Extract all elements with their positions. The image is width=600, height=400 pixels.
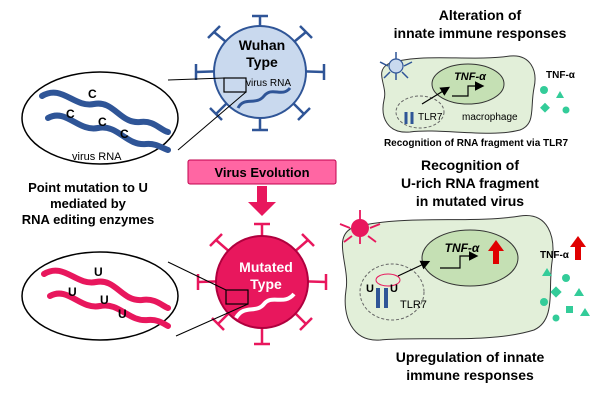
top-gene-label: TNF-α bbox=[454, 71, 487, 83]
top-cytokine-label: TNF-α bbox=[546, 70, 576, 81]
top-receptor-label: TLR7 bbox=[418, 112, 443, 123]
bottom-heading-line3: in mutated virus bbox=[416, 193, 524, 209]
top-caption: Recognition of RNA fragment via TLR7 bbox=[384, 138, 569, 149]
bottom-tlr7-receptor bbox=[376, 288, 388, 308]
wuhan-virus: Wuhan Type virus RNA bbox=[194, 14, 326, 132]
mutated-nucleotide-3: U bbox=[100, 293, 109, 307]
bottom-nucleotide-1: U bbox=[366, 283, 374, 295]
wuhan-zoom-line-top bbox=[167, 77, 225, 81]
evolution-box bbox=[187, 159, 337, 185]
top-endosome bbox=[395, 95, 445, 129]
wuhan-virus-rna-label: virus RNA bbox=[246, 78, 291, 89]
bottom-small-virus bbox=[339, 210, 381, 244]
mutated-nucleotide-4: U bbox=[118, 307, 127, 321]
mutated-rna-strand-1 bbox=[41, 267, 171, 311]
evolution-label: Virus Evolution bbox=[214, 165, 309, 180]
top-heading-line1: Alteration of bbox=[439, 7, 522, 23]
mutated-virus: Mutated Type bbox=[196, 222, 328, 346]
mutated-rna-strand-2 bbox=[47, 290, 171, 329]
mutation-text-line1: Point mutation to U bbox=[28, 180, 148, 195]
bottom-upregulation-arrow-cytokine bbox=[570, 236, 586, 260]
wuhan-title-line2: Type bbox=[246, 54, 278, 70]
bottom-cytokine-label: TNF-α bbox=[540, 250, 570, 261]
wuhan-nucleotide-1: C bbox=[88, 87, 97, 101]
bottom-gene-label: TNF-α bbox=[445, 241, 480, 255]
bottom-caption-line2: immune responses bbox=[406, 367, 534, 383]
mutated-zoom-box bbox=[225, 289, 249, 305]
bottom-gene-promoter-arrow bbox=[440, 251, 479, 269]
mutated-nucleotide-2: U bbox=[68, 285, 77, 299]
bottom-cell: TNF-α U U TLR7 bbox=[341, 215, 554, 341]
top-gene-promoter-arrow bbox=[452, 81, 485, 97]
wuhan-nucleotide-3: C bbox=[98, 115, 107, 129]
wuhan-zoom-line-bottom bbox=[177, 91, 247, 151]
bottom-signal-arrow bbox=[397, 260, 431, 277]
mutated-zoom: U U U U bbox=[21, 251, 179, 341]
top-signal-arrow bbox=[421, 86, 451, 105]
evolution-arrow-head bbox=[248, 202, 276, 216]
mutation-text-line2: mediated by bbox=[50, 196, 127, 211]
top-tlr7-receptor bbox=[404, 112, 414, 124]
mutated-nucleotide-1: U bbox=[94, 265, 103, 279]
wuhan-virus-body bbox=[213, 25, 307, 119]
wuhan-nucleotide-2: C bbox=[66, 107, 75, 121]
wuhan-zoom: C C C C virus RNA bbox=[21, 71, 179, 165]
wuhan-internal-rna bbox=[236, 86, 292, 109]
bottom-receptor-label: TLR7 bbox=[400, 299, 427, 311]
top-cytokines bbox=[540, 86, 570, 114]
mutated-internal-rna bbox=[234, 292, 296, 320]
mutated-virus-body bbox=[215, 235, 309, 329]
bottom-rna-fragment bbox=[375, 273, 401, 287]
wuhan-title-line1: Wuhan bbox=[239, 37, 285, 53]
bottom-heading-line1: Recognition of bbox=[421, 157, 519, 173]
mutated-title-line2: Type bbox=[250, 276, 282, 292]
evolution-arrow-shaft bbox=[257, 186, 267, 202]
bottom-cell-nucleus bbox=[421, 229, 519, 287]
bottom-upregulation-arrow-nucleus bbox=[488, 240, 504, 264]
bottom-heading-line2: U-rich RNA fragment bbox=[401, 175, 539, 191]
top-small-virus bbox=[379, 52, 413, 80]
bottom-nucleotide-2: U bbox=[390, 283, 398, 295]
mutated-title-line1: Mutated bbox=[239, 259, 293, 275]
evolution-banner: Virus Evolution bbox=[187, 159, 337, 216]
wuhan-zoom-rna-label: virus RNA bbox=[72, 151, 122, 163]
mutated-zoom-line-bottom bbox=[175, 303, 249, 337]
top-heading-line2: innate immune responses bbox=[394, 25, 567, 41]
top-cell-label: macrophage bbox=[462, 112, 518, 123]
wuhan-zoom-box bbox=[223, 77, 247, 93]
wuhan-rna-strand-1 bbox=[39, 89, 171, 135]
macrophage-nucleus bbox=[431, 63, 505, 105]
bottom-caption-line1: Upregulation of innate bbox=[396, 349, 545, 365]
bottom-endosome bbox=[359, 263, 425, 321]
mutated-zoom-line-top bbox=[167, 261, 227, 291]
wuhan-rna-strand-2 bbox=[45, 112, 171, 153]
wuhan-nucleotide-4: C bbox=[120, 127, 129, 141]
macrophage-cell: TNF-α TLR7 macrophage bbox=[381, 55, 536, 134]
mutation-text-line3: RNA editing enzymes bbox=[22, 212, 154, 227]
bottom-cytokines bbox=[540, 268, 590, 322]
